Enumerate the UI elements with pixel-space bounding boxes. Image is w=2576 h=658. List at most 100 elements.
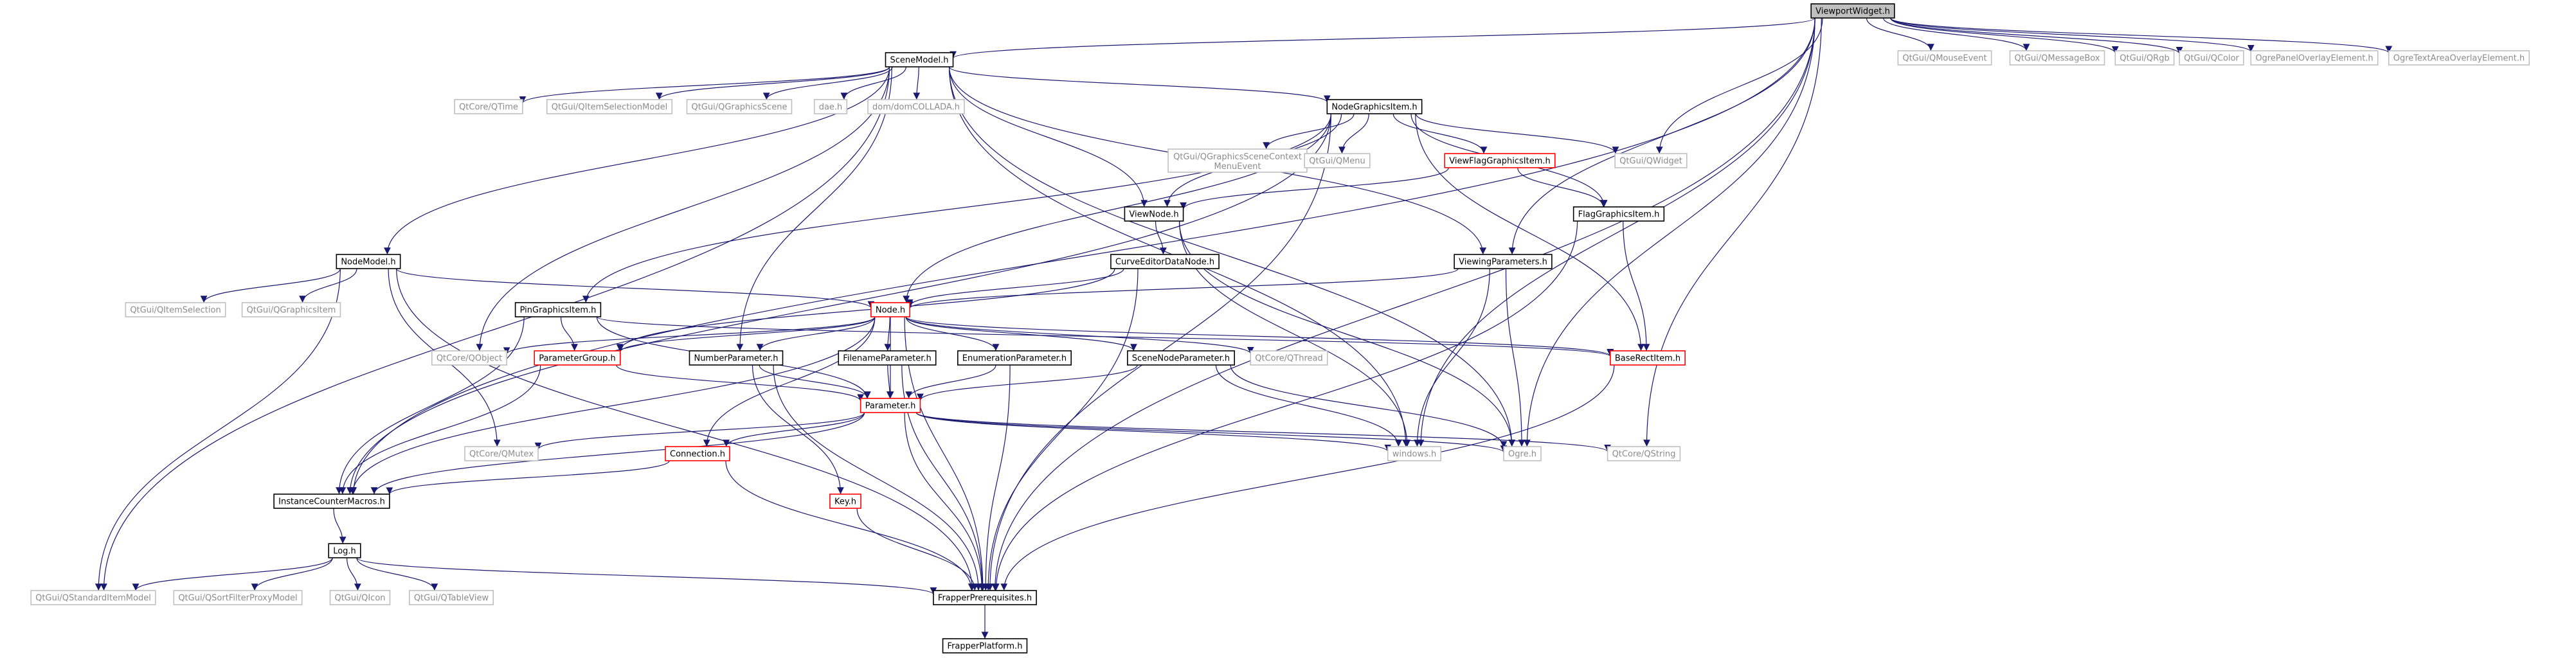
edge-viewport-to-instancecounter	[350, 17, 1815, 495]
node-label: QtCore/QString	[1612, 450, 1676, 459]
node-dae[interactable]: dae.h	[813, 99, 848, 114]
node-qgraphicsscene[interactable]: QtGui/QGraphicsScene	[686, 99, 793, 114]
edge-nodegraphicsitem-to-qgsceneevent	[1263, 113, 1355, 150]
node-box	[328, 543, 361, 558]
edge-logh-to-qsortfilter	[251, 557, 333, 591]
node-parameter[interactable]: Parameter.h	[860, 398, 921, 413]
node-viewflag[interactable]: ViewFlagGraphicsItem.h	[1444, 153, 1556, 168]
node-label: QtCore/QMutex	[469, 450, 534, 459]
node-qobject[interactable]: QtCore/QObject	[431, 350, 507, 366]
edge-viewport-to-ogretextarea	[1890, 17, 2392, 53]
node-nodegraphicsitem[interactable]: NodeGraphicsItem.h	[1326, 99, 1423, 114]
node-label: QtGui/QMenu	[1309, 157, 1365, 166]
node-viewport[interactable]: ViewportWidget.h	[1810, 3, 1895, 19]
node-box	[2250, 50, 2379, 66]
node-box	[957, 350, 1072, 366]
edge-scenemodel-to-qtime	[519, 66, 890, 104]
node-label: NodeModel.h	[341, 258, 395, 267]
node-pingraphics[interactable]: PinGraphicsItem.h	[514, 302, 602, 317]
node-qtableview[interactable]: QtGui/QTableView	[409, 590, 494, 605]
edge-paramgroup-to-parameter	[616, 364, 864, 402]
edge-logh-to-frapperprereq	[356, 557, 937, 595]
edge-nodegraphicsitem-to-baserect	[1415, 113, 1644, 351]
node-baserect[interactable]: BaseRectItem.h	[1610, 350, 1686, 366]
node-logh[interactable]: Log.h	[328, 543, 361, 558]
edge-nodeh-to-enumparam	[905, 316, 1000, 351]
node-filenameparam[interactable]: FilenameParameter.h	[838, 350, 937, 366]
node-qmutex[interactable]: QtCore/QMutex	[464, 446, 539, 461]
node-qmenu[interactable]: QtGui/QMenu	[1304, 153, 1371, 168]
edge-nodeh-to-qthread	[905, 316, 1254, 354]
node-qstditemmodel[interactable]: QtGui/QStandardItemModel	[30, 590, 156, 605]
node-box	[1897, 50, 1992, 66]
node-domcollada[interactable]: dom/domCOLLADA.h	[867, 99, 965, 114]
node-numberparam[interactable]: NumberParameter.h	[689, 350, 784, 366]
edge-baserect-to-frapperprereq	[1000, 364, 1615, 591]
node-label: QtGui/QMouseEvent	[1902, 54, 1986, 64]
node-label: FrapperPlatform.h	[948, 642, 1023, 652]
node-flaggraphics[interactable]: FlagGraphicsItem.h	[1572, 206, 1665, 222]
node-box	[665, 446, 730, 461]
node-box	[2388, 50, 2530, 66]
node-instancecounter[interactable]: InstanceCounterMacros.h	[273, 494, 390, 509]
node-label: PinGraphicsItem.h	[520, 306, 597, 316]
node-frapperprereq[interactable]: FrapperPrerequisites.h	[933, 590, 1037, 605]
node-qcolor[interactable]: QtGui/QColor	[2179, 50, 2244, 66]
node-label: FlagGraphicsItem.h	[1578, 210, 1660, 220]
node-label: QtGui/QIcon	[334, 594, 385, 603]
node-frapperplatform[interactable]: FrapperPlatform.h	[942, 638, 1028, 654]
node-viewnode[interactable]: ViewNode.h	[1124, 206, 1184, 222]
edge-scenemodel-to-qgraphicsscene	[762, 66, 893, 100]
node-label: ViewportWidget.h	[1815, 7, 1890, 17]
node-qicon[interactable]: QtGui/QIcon	[329, 590, 391, 605]
node-qstring[interactable]: QtCore/QString	[1607, 446, 1681, 461]
edge-logh-to-qtableview	[356, 557, 438, 591]
node-connection[interactable]: Connection.h	[665, 446, 730, 461]
node-label: QtGui/QWidget	[1619, 157, 1682, 166]
node-box	[1610, 350, 1686, 366]
edge-pingraphics-to-paramgroup	[560, 316, 579, 351]
node-scenenodeparam[interactable]: SceneNodeParameter.h	[1127, 350, 1235, 366]
node-box	[2179, 50, 2244, 66]
edge-nodegraphicsitem-to-nodeh	[903, 113, 1331, 303]
node-qwidget[interactable]: QtGui/QWidget	[1614, 153, 1688, 168]
node-ogre[interactable]: Ogre.h	[1503, 446, 1542, 461]
node-label: ViewNode.h	[1129, 210, 1178, 220]
node-box	[813, 99, 848, 114]
node-box	[329, 590, 391, 605]
node-label: FrapperPrerequisites.h	[938, 594, 1032, 603]
edge-flaggraphics-to-frapperprereq	[992, 220, 1578, 591]
node-qmessagebox[interactable]: QtGui/QMessageBox	[2009, 50, 2105, 66]
node-qgraphicsitem[interactable]: QtGui/QGraphicsItem	[241, 302, 341, 317]
edge-enumparam-to-parameter	[905, 364, 996, 399]
node-ogrepanel[interactable]: OgrePanelOverlayElement.h	[2250, 50, 2379, 66]
node-box	[546, 99, 673, 114]
node-box	[1572, 206, 1665, 222]
node-qitemselmodel[interactable]: QtGui/QItemSelectionModel	[546, 99, 673, 114]
node-scenemodel[interactable]: SceneModel.h	[885, 52, 954, 67]
node-qthread[interactable]: QtCore/QThread	[1250, 350, 1328, 366]
node-qtime[interactable]: QtCore/QTime	[454, 99, 523, 114]
node-nodemodel[interactable]: NodeModel.h	[336, 254, 401, 269]
edge-nodeh-to-qobject	[503, 316, 876, 355]
node-ogretextarea[interactable]: OgreTextAreaOverlayElement.h	[2388, 50, 2530, 66]
node-keyh[interactable]: Key.h	[829, 494, 861, 509]
edge-scenemodel-to-viewnode	[948, 66, 1148, 208]
node-viewingparams[interactable]: ViewingParameters.h	[1454, 254, 1553, 269]
node-qmouseevent[interactable]: QtGui/QMouseEvent	[1897, 50, 1992, 66]
node-qitemselection[interactable]: QtGui/QItemSelection	[125, 302, 226, 317]
node-enumparam[interactable]: EnumerationParameter.h	[957, 350, 1072, 366]
node-label: FilenameParameter.h	[843, 354, 931, 364]
node-curveeditor[interactable]: CurveEditorDataNode.h	[1110, 254, 1220, 269]
edge-parameter-to-instancecounter	[370, 412, 865, 495]
node-qsortfilter[interactable]: QtGui/QSortFilterProxyModel	[173, 590, 303, 605]
node-paramgroup[interactable]: ParameterGroup.h	[534, 350, 621, 366]
node-box	[1326, 99, 1423, 114]
node-label: windows.h	[1392, 450, 1436, 459]
edge-viewport-to-qmessagebox	[1883, 17, 2030, 51]
node-nodeh[interactable]: Node.h	[870, 302, 910, 317]
node-label: EnumerationParameter.h	[962, 354, 1067, 364]
node-qrgb[interactable]: QtGui/QRgb	[2114, 50, 2175, 66]
node-windows[interactable]: windows.h	[1387, 446, 1442, 461]
